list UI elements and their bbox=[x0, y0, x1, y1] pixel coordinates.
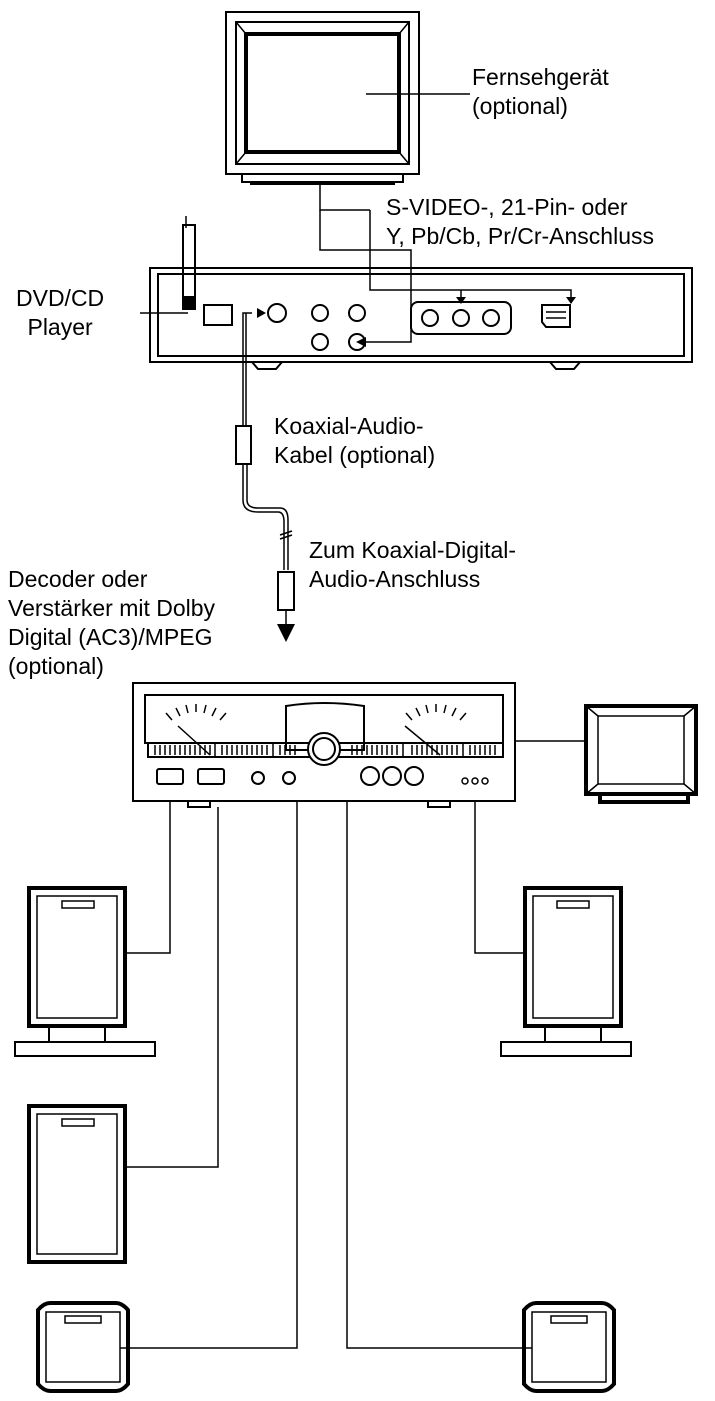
front-left-wire bbox=[125, 801, 171, 954]
television bbox=[225, 11, 420, 185]
rear-tall-wire bbox=[125, 807, 219, 1168]
tv-label-line2: (optional) bbox=[472, 93, 568, 119]
decoder-label-line4: (optional) bbox=[8, 653, 104, 679]
coax-cable-label-line2: Kabel (optional) bbox=[274, 442, 436, 468]
rear-left-speaker bbox=[36, 1301, 130, 1393]
video-cable bbox=[319, 185, 412, 347]
decoder-label-line2: Verstärker mit Dolby bbox=[8, 595, 216, 621]
front-right-wire bbox=[474, 801, 525, 954]
decoder-label-line3: Digital (AC3)/MPEG bbox=[8, 624, 213, 650]
front-right-speaker bbox=[500, 886, 632, 1057]
coax-input-label-line1: Zum Koaxial-Digital- bbox=[309, 537, 517, 563]
coax-cable bbox=[235, 312, 295, 642]
decoder-label: Decoder oder Verstärker mit Dolby Digita… bbox=[8, 565, 215, 681]
rear-left-wire bbox=[120, 801, 298, 1349]
coax-input-label-line2: Audio-Anschluss bbox=[309, 566, 481, 592]
video-connection-label: S-VIDEO-, 21-Pin- oder Y, Pb/Cb, Pr/Cr-A… bbox=[386, 193, 654, 251]
centre-speaker bbox=[584, 704, 698, 804]
rear-speaker-tall bbox=[27, 1104, 127, 1264]
tv-label: Fernsehgerät (optional) bbox=[472, 63, 609, 121]
video-connection-label-line1: S-VIDEO-, 21-Pin- oder bbox=[386, 194, 628, 220]
player-label-line1: DVD/CD bbox=[16, 285, 105, 311]
video-connection-label-line2: Y, Pb/Cb, Pr/Cr-Anschluss bbox=[386, 223, 655, 249]
front-left-speaker bbox=[14, 886, 156, 1057]
rear-right-speaker bbox=[522, 1301, 616, 1393]
player-label: DVD/CD Player bbox=[16, 284, 104, 342]
tv-label-line1: Fernsehgerät bbox=[472, 64, 609, 90]
decoder-amplifier bbox=[132, 682, 516, 808]
decoder-label-line1: Decoder oder bbox=[8, 566, 148, 592]
rear-right-wire bbox=[346, 801, 532, 1349]
coax-cable-label: Koaxial-Audio- Kabel (optional) bbox=[274, 412, 435, 470]
player-label-line2: Player bbox=[27, 314, 93, 340]
coax-cable-label-line1: Koaxial-Audio- bbox=[274, 413, 424, 439]
coax-input-label: Zum Koaxial-Digital- Audio-Anschluss bbox=[309, 536, 516, 594]
dvd-cd-player bbox=[149, 210, 693, 370]
